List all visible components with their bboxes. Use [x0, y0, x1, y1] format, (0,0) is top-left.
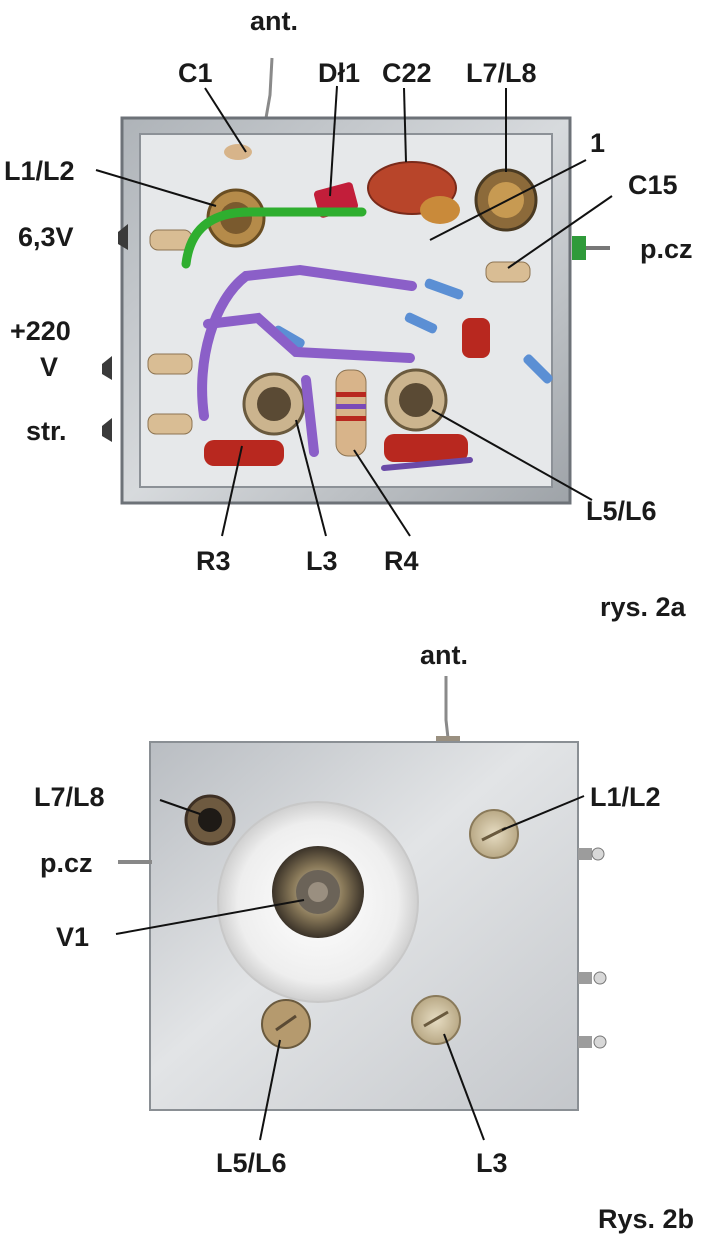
label-l3-2b: L3	[476, 1148, 508, 1178]
caption-2b: Rys. 2b	[598, 1204, 694, 1234]
label-ant-2a: ant.	[250, 6, 298, 36]
capacitor-red-3	[462, 318, 490, 358]
caption-2a: rys. 2a	[600, 592, 687, 622]
terminal-220v	[102, 353, 193, 380]
pins-right	[578, 847, 607, 1049]
wire-purple-3	[301, 375, 319, 457]
label-l7l8-2a: L7/L8	[466, 58, 537, 88]
label-c22: C22	[382, 58, 432, 88]
figure-2a: ant. C1 Dł1 C22 L7/L8 1 L1/L2 C15 6,3V p…	[4, 6, 693, 622]
label-l5l6-2b: L5/L6	[216, 1148, 287, 1178]
label-c1: C1	[178, 58, 213, 88]
label-r3: R3	[196, 546, 231, 576]
antenna-wire	[264, 57, 274, 119]
label-l3-2a: L3	[306, 546, 338, 576]
label-pcz-2b: p.cz	[40, 848, 93, 878]
label-l1l2-2a: L1/L2	[4, 156, 75, 186]
label-ant-2b: ant.	[420, 640, 468, 670]
resistor-r4	[335, 369, 367, 457]
label-one: 1	[590, 128, 605, 158]
label-220-line1: +220	[10, 316, 71, 346]
label-220-line2: V	[40, 352, 58, 382]
antenna-wire-2b	[444, 676, 450, 739]
label-c15: C15	[628, 170, 678, 200]
wire-purple-2	[203, 312, 415, 363]
coil-l5l6	[384, 368, 448, 432]
label-l7l8-2b: L7/L8	[34, 782, 105, 812]
resistor-small-3	[424, 278, 464, 300]
terminal-str	[102, 413, 193, 442]
coil-l5l6-2b	[261, 999, 311, 1049]
coil-l3-2b	[411, 995, 461, 1045]
resistor-small-4	[523, 354, 553, 384]
label-pcz-2a: p.cz	[640, 234, 693, 264]
coil-l3	[242, 372, 306, 436]
figure-2b: ant. L7/L8 L1/L2 p.cz V1 L5/L6 L3 Rys. 2…	[34, 640, 694, 1234]
coil-l1l2-2b	[469, 809, 519, 859]
label-r4: R4	[384, 546, 419, 576]
label-l5l6-2a: L5/L6	[586, 496, 657, 526]
capacitor-c1	[224, 144, 252, 160]
label-6v3: 6,3V	[18, 222, 74, 252]
capacitor-red-2	[384, 434, 468, 462]
capacitor-c22b	[420, 196, 460, 224]
resistor-small-1	[273, 325, 305, 349]
wire-purple-4	[381, 457, 473, 471]
terminal-pcz	[485, 236, 610, 283]
resistor-small-2	[404, 312, 438, 334]
tube-v1	[217, 801, 419, 1003]
label-l1l2-2b: L1/L2	[590, 782, 661, 812]
wire-green	[181, 207, 367, 269]
label-v1: V1	[56, 922, 89, 952]
label-str: str.	[26, 416, 67, 446]
label-dl1: Dł1	[318, 58, 360, 88]
coil-l7l8-2b	[184, 794, 236, 846]
capacitor-r3-red	[204, 440, 284, 466]
